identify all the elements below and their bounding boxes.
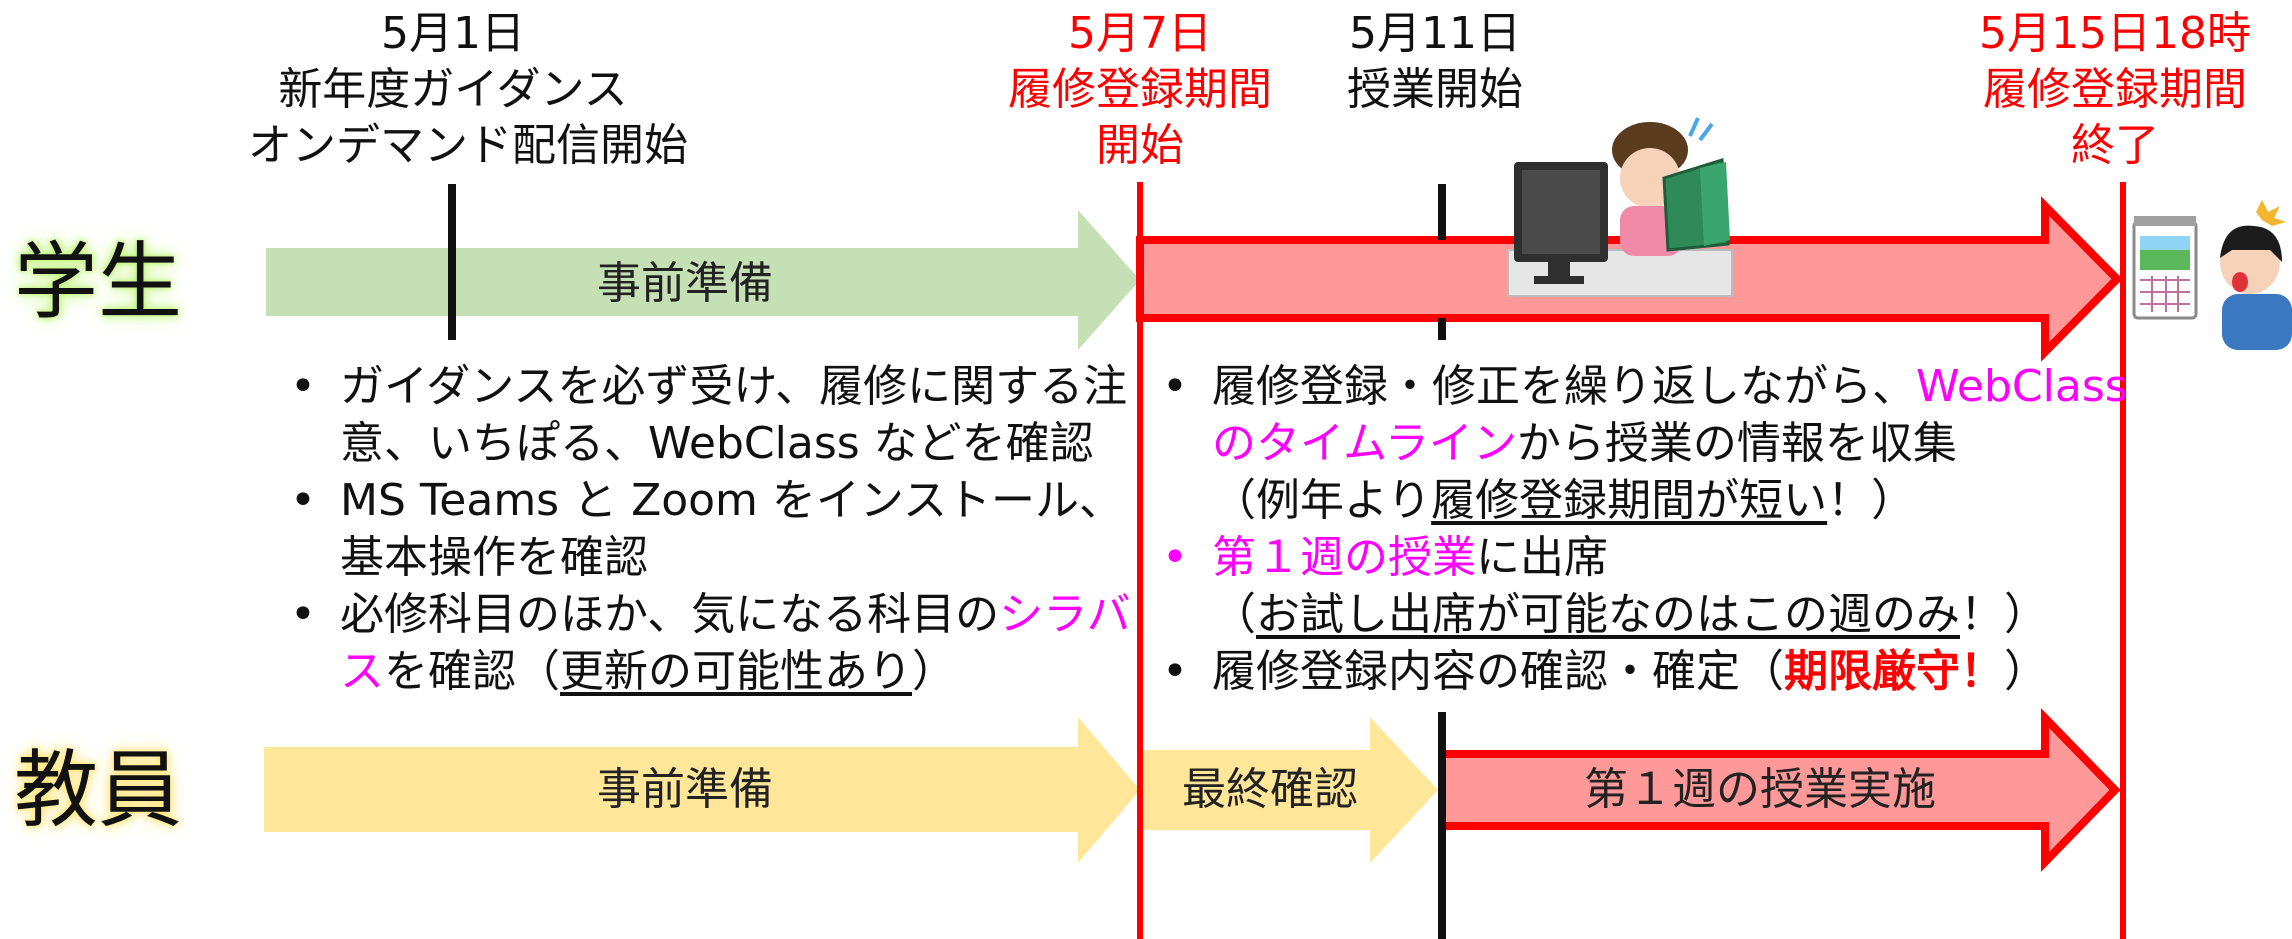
bullet-text: から授業の情報を収集 <box>1516 418 1957 469</box>
list-item-cont: 基本操作を確認 <box>276 529 1136 586</box>
list-item: • 必修科目のほか、気になる科目のシラバ <box>276 586 1136 643</box>
list-item-cont: 意、いちぽる、WebClass などを確認 <box>276 415 1136 472</box>
list-item: • MS Teams と Zoom をインストール、 <box>276 472 1136 529</box>
bullet-text: ガイダンスを必ず受け、履修に関する注 <box>340 361 1128 412</box>
webclass-highlight: WebClass <box>1916 361 2128 412</box>
bullet-dot: • <box>290 361 316 412</box>
bullet-text: 基本操作を確認 <box>340 532 648 583</box>
student-studying-illustration <box>1507 117 1733 297</box>
bullet-text: （例年より <box>1212 475 1432 526</box>
milestone-may11: 5月11日 授業開始 <box>1310 6 1560 118</box>
bullet-dot: • <box>1162 532 1188 583</box>
bullet-text: （ <box>1212 589 1256 640</box>
bullet-text: ） <box>2004 646 2048 697</box>
bullet-text: に出席 <box>1476 532 1608 583</box>
trial-attendance-note: お試し出席が可能なのはこの週のみ <box>1256 589 1960 640</box>
teacher-prep-arrow <box>264 717 1140 863</box>
teacher-week1-text: 第１週の授業実施 <box>1584 764 1936 815</box>
teacher-week1-arrow <box>1438 708 2121 872</box>
milestone-may7: 5月7日 履修登録期間 開始 <box>980 6 1300 174</box>
bullet-dot: • <box>290 475 316 526</box>
week1-highlight: 第１週の授業 <box>1212 532 1476 583</box>
bullet-text: 履修登録内容の確認・確定（ <box>1212 646 1784 697</box>
deadline-warning: 期限厳守！ <box>1784 646 2004 697</box>
row-label-student: 学生 <box>14 233 183 331</box>
list-item: • ガイダンスを必ず受け、履修に関する注 <box>276 358 1136 415</box>
milestone-may7-date: 5月7日 <box>1068 8 1212 59</box>
milestone-may15-desc2: 終了 <box>2071 120 2159 171</box>
bullet-text: を確認（ <box>384 646 560 697</box>
list-item: • 履修登録・修正を繰り返しながら、WebClass <box>1148 358 2148 415</box>
syllabus-highlight: ス <box>340 646 384 697</box>
list-item: • 第１週の授業に出席 <box>1148 529 2148 586</box>
milestone-may15-desc1: 履修登録期間 <box>1983 64 2247 115</box>
deadline-calendar-illustration <box>2132 200 2292 350</box>
bullet-text: ！） <box>1960 589 2048 640</box>
milestone-may7-desc2: 開始 <box>1096 120 1184 171</box>
milestone-may11-desc: 授業開始 <box>1347 64 1523 115</box>
milestone-may1-date: 5月1日 <box>381 8 525 59</box>
list-item-cont: のタイムラインから授業の情報を収集 <box>1148 415 2148 472</box>
list-item-cont: （例年より履修登録期間が短い！） <box>1148 472 2148 529</box>
bullet-text: 意、いちぽる、WebClass などを確認 <box>340 418 1094 469</box>
milestone-may15: 5月15日18時 履修登録期間 終了 <box>1950 6 2280 174</box>
milestone-may7-desc1: 履修登録期間 <box>1008 64 1272 115</box>
list-item-cont: スを確認（更新の可能性あり） <box>276 643 1136 700</box>
bullet-dot: • <box>290 589 316 640</box>
student-registration-bullets: • 履修登録・修正を繰り返しながら、WebClass のタイムラインから授業の情報… <box>1148 358 2148 700</box>
student-prep-arrow <box>266 210 1140 350</box>
bullet-dot: • <box>1162 646 1188 697</box>
list-item-cont: （お試し出席が可能なのはこの週のみ！） <box>1148 586 2148 643</box>
milestone-may1-desc1: 新年度ガイダンス <box>278 64 628 115</box>
teacher-final-check-arrow <box>1140 717 1438 863</box>
short-period-note: 履修登録期間が短い <box>1431 475 1828 526</box>
bullet-text: 履修登録・修正を繰り返しながら、 <box>1212 361 1916 412</box>
list-item: • 履修登録内容の確認・確定（期限厳守！） <box>1148 643 2148 700</box>
bullet-text: MS Teams と Zoom をインストール、 <box>340 475 1124 526</box>
student-prep-bullets: • ガイダンスを必ず受け、履修に関する注 意、いちぽる、WebClass などを確… <box>276 358 1136 700</box>
timeline-highlight: のタイムライン <box>1212 418 1517 469</box>
bullet-dot: • <box>1162 361 1188 412</box>
milestone-may1: 5月1日 新年度ガイダンス オンデマンド配信開始 <box>248 6 688 174</box>
update-note: 更新の可能性あり <box>560 646 912 697</box>
milestone-may11-date: 5月11日 <box>1349 8 1521 59</box>
student-prep-text: 事前準備 <box>597 258 773 309</box>
syllabus-highlight: シラバ <box>999 589 1131 640</box>
bullet-text: ！） <box>1827 475 1916 526</box>
teacher-final-check-text: 最終確認 <box>1182 764 1358 815</box>
teacher-prep-text: 事前準備 <box>597 764 773 815</box>
bullet-text: 必修科目のほか、気になる科目の <box>340 589 1000 640</box>
row-label-teacher: 教員 <box>14 741 183 839</box>
bullet-text: ） <box>912 646 956 697</box>
milestone-may1-desc2: オンデマンド配信開始 <box>248 120 688 171</box>
milestone-may15-date: 5月15日18時 <box>1979 8 2251 59</box>
